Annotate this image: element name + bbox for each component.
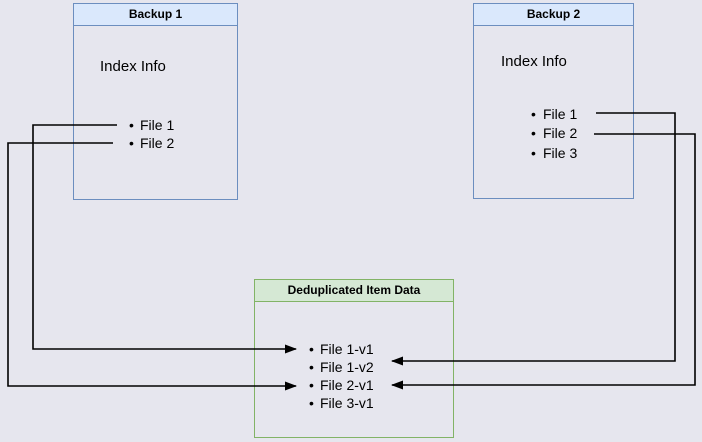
file-label: File 2 (140, 135, 175, 151)
file-label: File 1 (543, 105, 578, 122)
dedup-item-file-3-v1: • File 3-v1 (303, 394, 374, 412)
backup-1-file-2: • File 2 (123, 134, 174, 152)
node-backup-1-title: Backup 1 (128, 7, 183, 21)
dedup-item-file-1-v2: • File 1-v2 (303, 358, 374, 376)
backup-2-file-1: • File 1 (524, 104, 577, 124)
dedup-item-list: • File 1-v1 • File 1-v2 • File 2-v1 • Fi… (303, 340, 374, 412)
backup-2-file-2: • File 2 (524, 124, 577, 144)
bullet-icon: • (531, 125, 536, 142)
backup-2-file-3: • File 3 (524, 143, 577, 163)
backup-2-index-info-label: Index Info (501, 53, 567, 70)
bullet-icon: • (309, 341, 314, 357)
item-label: File 3-v1 (320, 395, 374, 411)
edge-backup2-file2-to-file2-v1[interactable] (391, 133, 696, 390)
node-dedup-header: Deduplicated Item Data (255, 280, 453, 302)
bullet-icon: • (129, 135, 134, 151)
node-backup-2[interactable]: Backup 2 Index Info • File 1 • File 2 • … (473, 3, 634, 199)
file-label: File 2 (543, 125, 578, 142)
item-label: File 1-v2 (320, 359, 374, 375)
bullet-icon: • (309, 377, 314, 393)
bullet-icon: • (531, 105, 536, 122)
item-label: File 1-v1 (320, 341, 374, 357)
dedup-item-file-1-v1: • File 1-v1 (303, 340, 374, 358)
edge-backup1-file1-to-file1-v1[interactable] (32, 124, 297, 354)
backup-1-file-1: • File 1 (123, 116, 174, 134)
backup-2-file-list: • File 1 • File 2 • File 3 (524, 104, 577, 163)
node-backup-2-header: Backup 2 (474, 4, 633, 26)
node-deduplicated-item-data[interactable]: Deduplicated Item Data • File 1-v1 • Fil… (254, 279, 454, 438)
bullet-icon: • (531, 144, 536, 161)
bullet-icon: • (309, 395, 314, 411)
item-label: File 2-v1 (320, 377, 374, 393)
edge-backup2-file1-to-file1-v2[interactable] (391, 112, 676, 366)
dedup-item-file-2-v1: • File 2-v1 (303, 376, 374, 394)
file-label: File 3 (543, 144, 578, 161)
bullet-icon: • (309, 359, 314, 375)
node-backup-1[interactable]: Backup 1 Index Info • File 1 • File 2 (73, 3, 238, 200)
node-backup-2-title: Backup 2 (526, 7, 581, 21)
backup-1-file-list: • File 1 • File 2 (123, 116, 174, 152)
bullet-icon: • (129, 117, 134, 133)
backup-1-index-info-label: Index Info (100, 58, 166, 75)
file-label: File 1 (140, 117, 175, 133)
node-dedup-title: Deduplicated Item Data (287, 283, 421, 297)
node-backup-1-header: Backup 1 (74, 4, 237, 26)
edge-backup1-file2-to-file2-v1[interactable] (7, 142, 297, 391)
